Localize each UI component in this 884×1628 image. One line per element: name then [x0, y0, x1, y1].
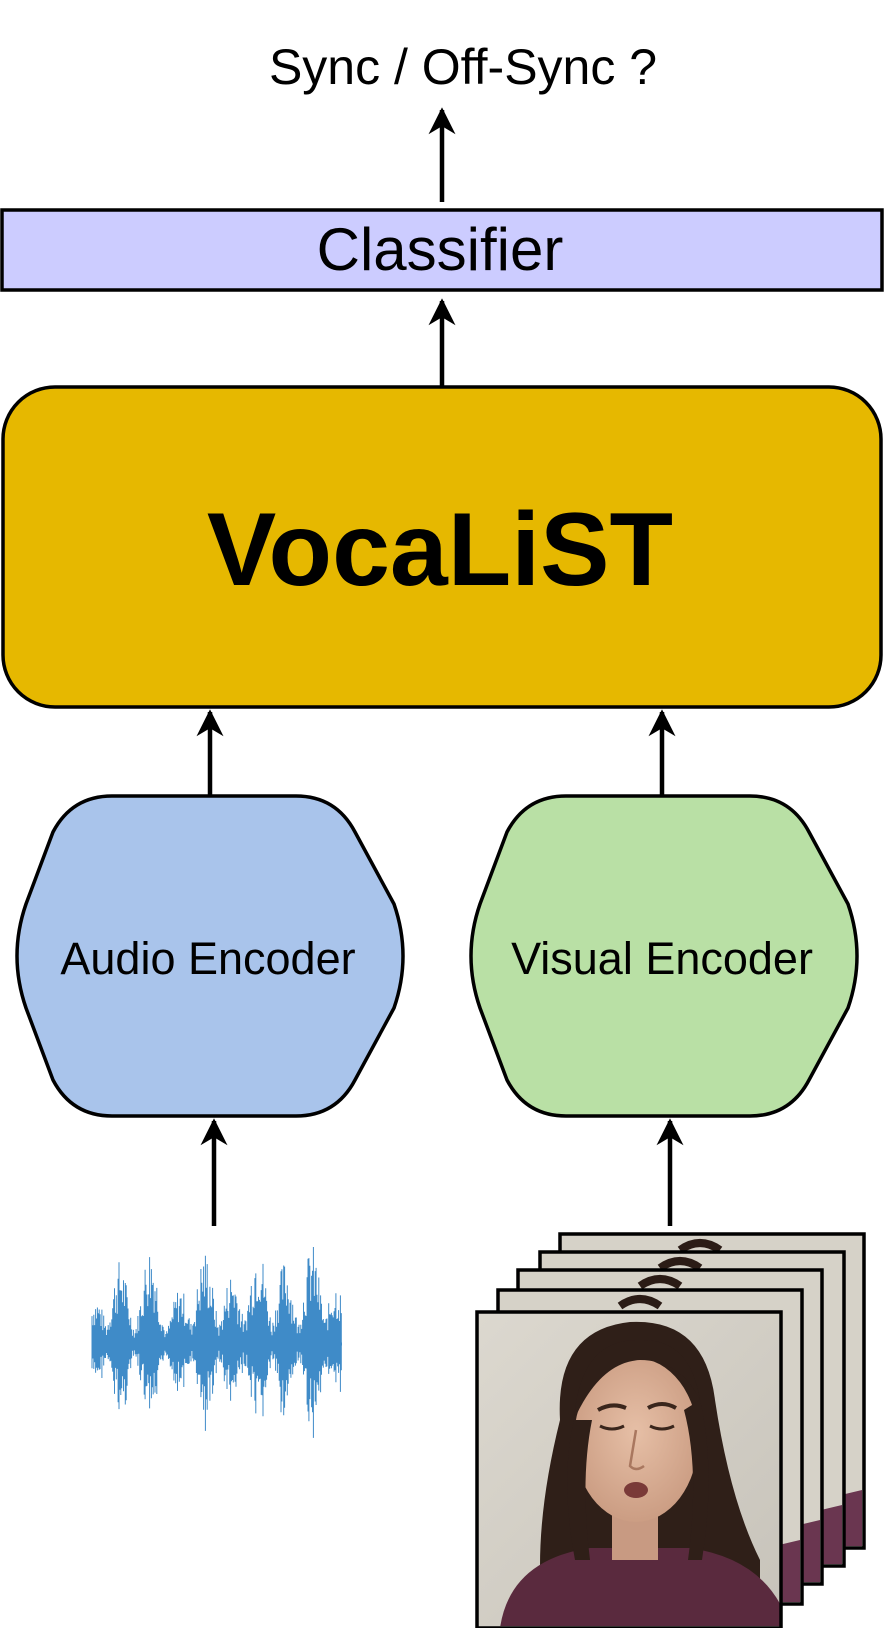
- visual-encoder-label: Visual Encoder: [511, 933, 813, 984]
- video-frame-front: [475, 1310, 783, 1628]
- audio-encoder-hexagon: Audio Encoder: [15, 794, 405, 1118]
- visual-encoder-hexagon: Visual Encoder: [469, 794, 859, 1118]
- classifier-box: Classifier: [0, 208, 884, 292]
- classifier-label: Classifier: [317, 216, 564, 283]
- vocalist-box: VocaLiST: [1, 385, 883, 709]
- waveform-trace: [91, 1247, 342, 1438]
- video-frames-stack-icon: [475, 1232, 866, 1628]
- audio-encoder-label: Audio Encoder: [60, 933, 355, 984]
- vocalist-label: VocaLiST: [207, 492, 673, 608]
- output-label: Sync / Off-Sync ?: [269, 39, 657, 95]
- audio-waveform-icon: [91, 1247, 342, 1438]
- face-portrait-icon: [500, 1321, 780, 1626]
